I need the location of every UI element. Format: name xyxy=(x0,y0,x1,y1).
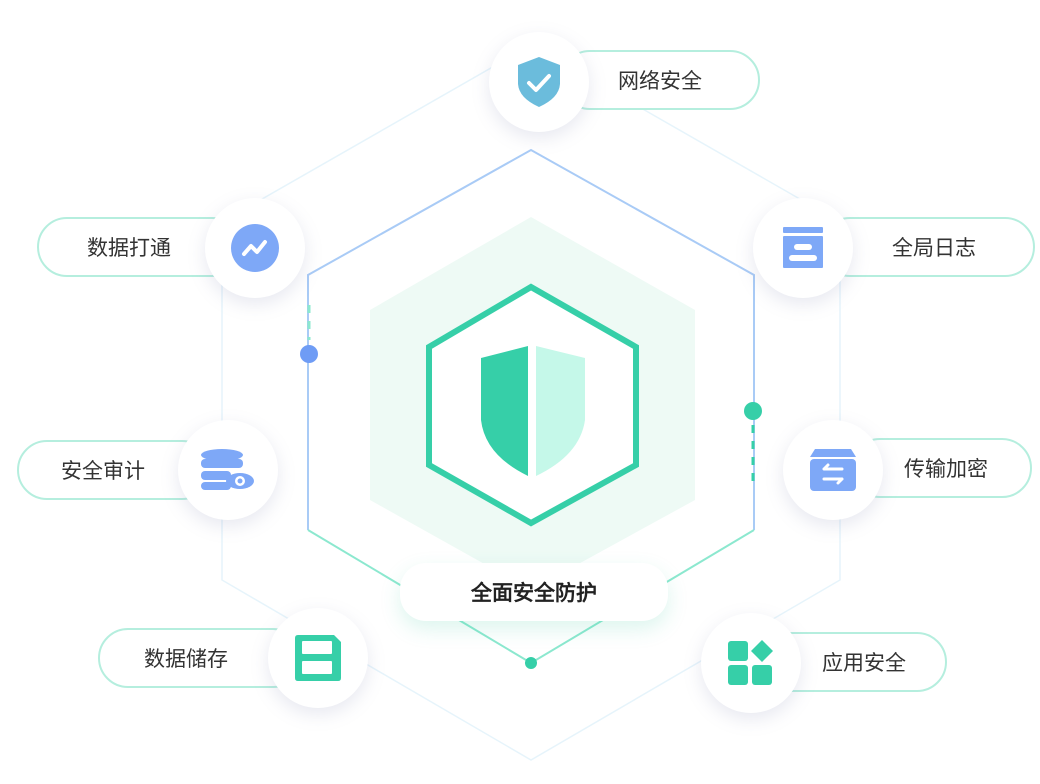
node-app[interactable] xyxy=(701,613,801,713)
center-title: 全面安全防护 xyxy=(400,563,668,621)
label-text: 传输加密 xyxy=(904,457,988,481)
node-network-label[interactable]: 网络安全 xyxy=(560,50,760,110)
node-log[interactable] xyxy=(753,198,853,298)
label-text: 数据打通 xyxy=(87,236,171,260)
connector-dot xyxy=(300,345,318,363)
node-audit[interactable] xyxy=(178,420,278,520)
label-text: 网络安全 xyxy=(618,69,702,93)
center-title-text: 全面安全防护 xyxy=(471,581,597,605)
apps-icon xyxy=(728,640,773,685)
shield-hexagon xyxy=(426,283,639,527)
node-storage[interactable] xyxy=(268,608,368,708)
node-transfer[interactable] xyxy=(783,420,883,520)
label-text: 全局日志 xyxy=(892,236,976,260)
log-icon xyxy=(783,227,823,268)
shield-right-half-icon xyxy=(536,346,585,476)
connector-dot xyxy=(525,657,537,669)
save-icon xyxy=(295,635,341,681)
transfer-box-icon xyxy=(810,449,856,491)
node-data-connect[interactable] xyxy=(205,198,305,298)
node-storage-label[interactable]: 数据储存 xyxy=(98,628,303,688)
connector-dot xyxy=(744,402,762,420)
node-network[interactable] xyxy=(489,32,589,132)
shield-left-half-icon xyxy=(481,346,528,476)
trend-icon xyxy=(231,224,279,272)
node-log-label[interactable]: 全局日志 xyxy=(820,217,1035,277)
label-text: 应用安全 xyxy=(822,651,906,675)
shield-check-icon xyxy=(518,57,560,107)
label-text: 安全审计 xyxy=(61,459,145,483)
label-text: 数据储存 xyxy=(144,647,228,671)
database-eye-icon xyxy=(201,449,254,490)
